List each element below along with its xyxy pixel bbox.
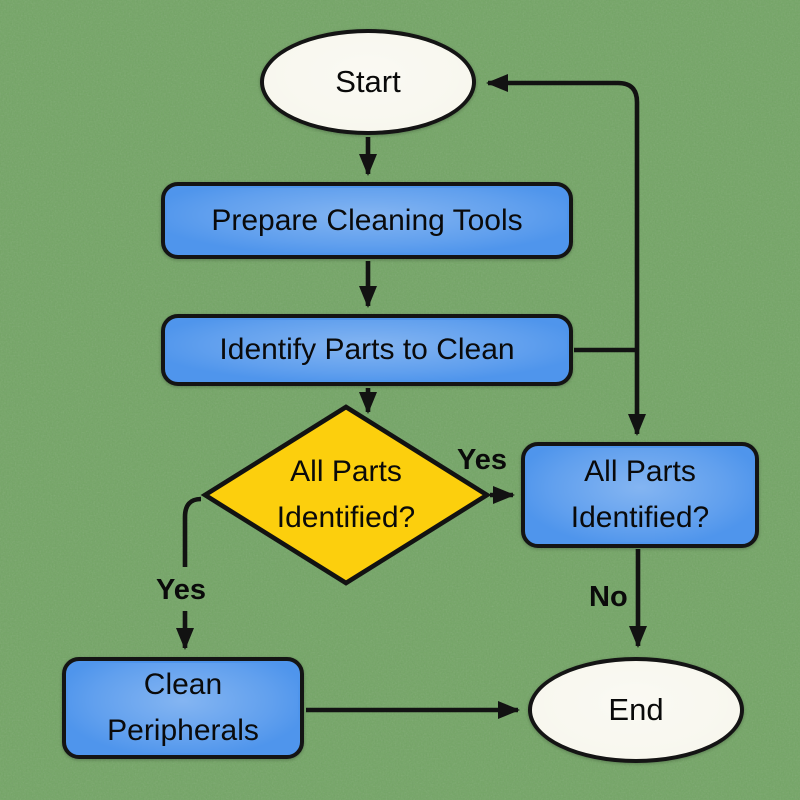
node-clean-peripherals: Clean Peripherals [62,657,304,759]
node-decision-all-parts-identified: All Parts Identified? [226,446,466,544]
node-start: Start [260,29,476,135]
edge-label-yes-right: Yes [457,444,507,476]
edge-label-yes-left: Yes [156,574,206,606]
edge-loop-to-start [486,74,640,350]
node-end-label: End [608,692,664,727]
edge-label-no: No [589,581,628,613]
node-start-label: Start [335,64,401,99]
node-decision-label-line1: All Parts [290,454,402,488]
node-identify-label: Identify Parts to Clean [219,333,515,366]
node-decision-label-line2: Identified? [276,501,416,534]
node-end: End [528,657,744,763]
node-confirm-label-line2: Identified? [570,501,710,534]
edge-decision-yes-down-upper [182,496,202,567]
decision-diamond-shape [200,404,492,586]
node-confirm-all-parts-identified: All Parts Identified? [521,442,759,548]
node-clean-label-line1: Clean [143,667,223,701]
node-identify-parts-to-clean: Identify Parts to Clean [161,314,573,386]
node-prepare-cleaning-tools: Prepare Cleaning Tools [161,182,573,259]
node-confirm-label-line1: All Parts [584,454,696,488]
node-clean-label-line2: Peripherals [107,714,259,747]
node-prepare-label: Prepare Cleaning Tools [211,203,523,237]
